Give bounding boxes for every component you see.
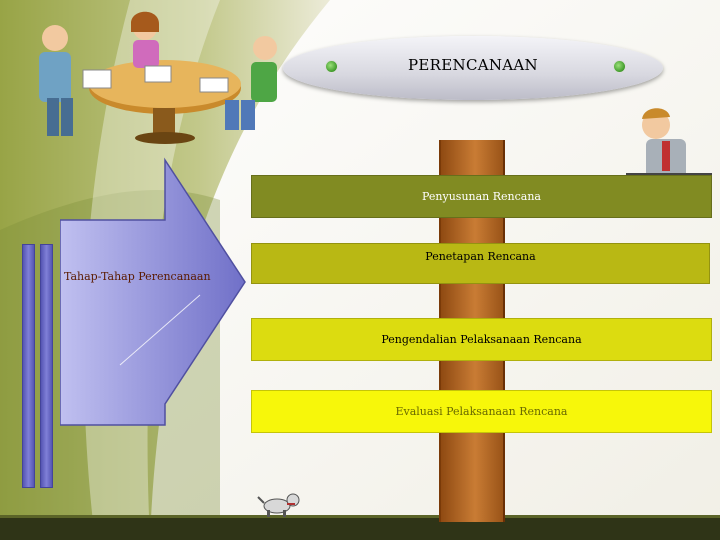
dog-clipart <box>257 493 300 517</box>
big-arrow-shape <box>60 157 246 426</box>
step-4-board: Evaluasi Pelaksanaan Rencana <box>251 390 712 433</box>
left-bar-2 <box>40 244 53 488</box>
left-bar-1 <box>22 244 35 488</box>
step-2-label: Penetapan Rencana <box>425 250 536 263</box>
step-3-label: Pengendalian Pelaksanaan Rencana <box>381 333 582 346</box>
title-ellipse: PERENCANAAN <box>283 36 663 100</box>
stages-label: Tahap-Tahap Perencanaan <box>64 270 211 283</box>
step-4-label: Evaluasi Pelaksanaan Rencana <box>395 405 568 418</box>
left-bullet-icon <box>325 60 338 73</box>
right-bullet-icon <box>613 60 626 73</box>
step-1-label: Penyusunan Rencana <box>422 190 541 203</box>
thinking-man-clipart <box>626 108 712 179</box>
meeting-people-clipart <box>39 11 277 144</box>
diagram-title: PERENCANAAN <box>408 56 538 74</box>
step-1-board: Penyusunan Rencana <box>251 175 712 218</box>
step-2-board: Penetapan Rencana <box>251 243 710 284</box>
step-3-board: Pengendalian Pelaksanaan Rencana <box>251 318 712 361</box>
